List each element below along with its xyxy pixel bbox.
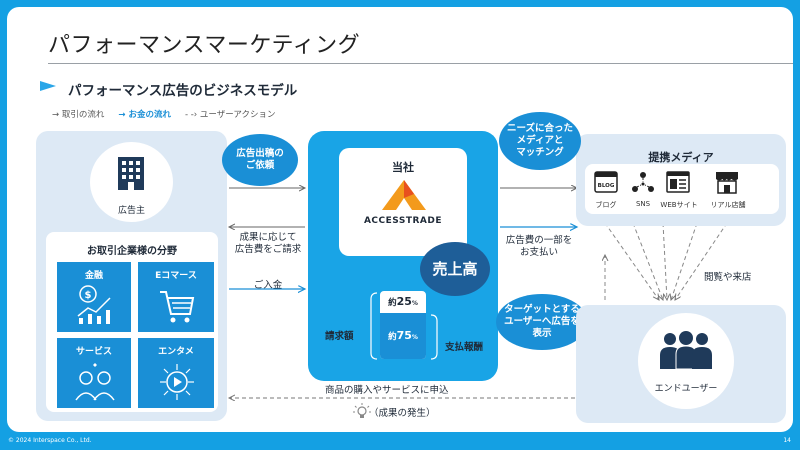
blog-icon-text: BLOG: [597, 183, 615, 189]
payout-label: 支払報酬: [445, 342, 484, 353]
legend-trade-flow: → 取引の流れ: [52, 110, 105, 120]
legend-user-action: - -› ユーザーアクション: [184, 110, 276, 120]
slide: パフォーマンスマーケティング パフォーマンス広告のビジネスモデル → 取引の流れ…: [7, 7, 793, 432]
legend-money-flow: → お金の流れ: [118, 110, 171, 120]
split-brackets: [370, 292, 438, 360]
share-bottom: 約75%: [388, 329, 418, 342]
svg-text:$: $: [85, 290, 92, 301]
media-item-blog: ブログ: [595, 201, 617, 209]
triangle-bullet-icon: [40, 81, 56, 91]
company-card: [339, 148, 467, 256]
arrow-right-icon: →: [118, 110, 129, 120]
media-item-sns: SNS: [635, 200, 651, 208]
display-ad-bubble: ターゲットとする ユーザーへ広告を 表示: [496, 294, 588, 350]
flow-legend: → 取引の流れ → お金の流れ - -› ユーザーアクション: [52, 108, 275, 120]
sns-network-icon: [632, 172, 654, 192]
dashed-arrow-icon: - -›: [184, 110, 200, 120]
end-user-label: エンドユーザー: [654, 384, 718, 394]
media-item-website: WEBサイト: [660, 201, 698, 209]
service-people-icon: [75, 363, 115, 401]
billing-label: 成果に応じて 広告費をご請求: [234, 232, 302, 255]
category-service: サービス: [57, 338, 131, 408]
category-entertainment: エンタメ: [138, 338, 214, 408]
company-label: 当社: [392, 161, 414, 174]
purchase-label: 商品の購入やサービスに申込: [325, 385, 449, 396]
matching-bubble: ニーズに合った メディアと マッチング: [499, 112, 581, 170]
users-group-icon: [660, 331, 712, 370]
result-label: （成果の発生）: [369, 408, 436, 419]
accesstrade-logo-icon: [382, 180, 426, 210]
category-ecommerce: Eコマース: [138, 262, 214, 332]
media-item-store: リアル店舗: [710, 201, 746, 209]
page-number: 14: [783, 437, 791, 444]
view-visit-label: 閲覧や来店: [704, 272, 752, 283]
building-icon: [118, 157, 144, 190]
flow-arrows: [7, 7, 728, 432]
invoice-label: 請求額: [325, 331, 354, 342]
store-icon: [716, 172, 738, 194]
copyright-footer: © 2024 Interspace Co., Ltd.: [8, 437, 92, 444]
order-request-bubble: 広告出稿の ご依頼: [222, 134, 298, 186]
arrow-right-icon: →: [52, 110, 62, 120]
shopping-cart-icon: [160, 291, 195, 323]
share-bottom-fill: [380, 313, 426, 359]
section-subtitle: パフォーマンス広告のビジネスモデル: [68, 83, 298, 99]
share-top: 約25%: [388, 295, 418, 308]
media-play-icon: [160, 364, 194, 400]
advertiser-label: 広告主: [117, 206, 145, 216]
media-title: 提携メディア: [648, 151, 714, 164]
page-title: パフォーマンスマーケティング: [48, 33, 361, 58]
payout-flow-label: 広告費の一部を お支払い: [505, 235, 573, 258]
title-divider: [48, 63, 793, 64]
lightbulb-icon: [353, 403, 371, 418]
revenue-bubble: 売上高: [420, 242, 490, 296]
industry-title: お取引企業様の分野: [87, 246, 177, 257]
deposit-label: ご入金: [253, 280, 283, 291]
category-finance: 金融 $: [57, 262, 131, 332]
blog-icon: [594, 171, 618, 193]
finance-chart-icon: $: [77, 285, 111, 324]
company-logo-text: ACCESSTRADE: [363, 216, 443, 226]
website-icon: [666, 171, 690, 193]
